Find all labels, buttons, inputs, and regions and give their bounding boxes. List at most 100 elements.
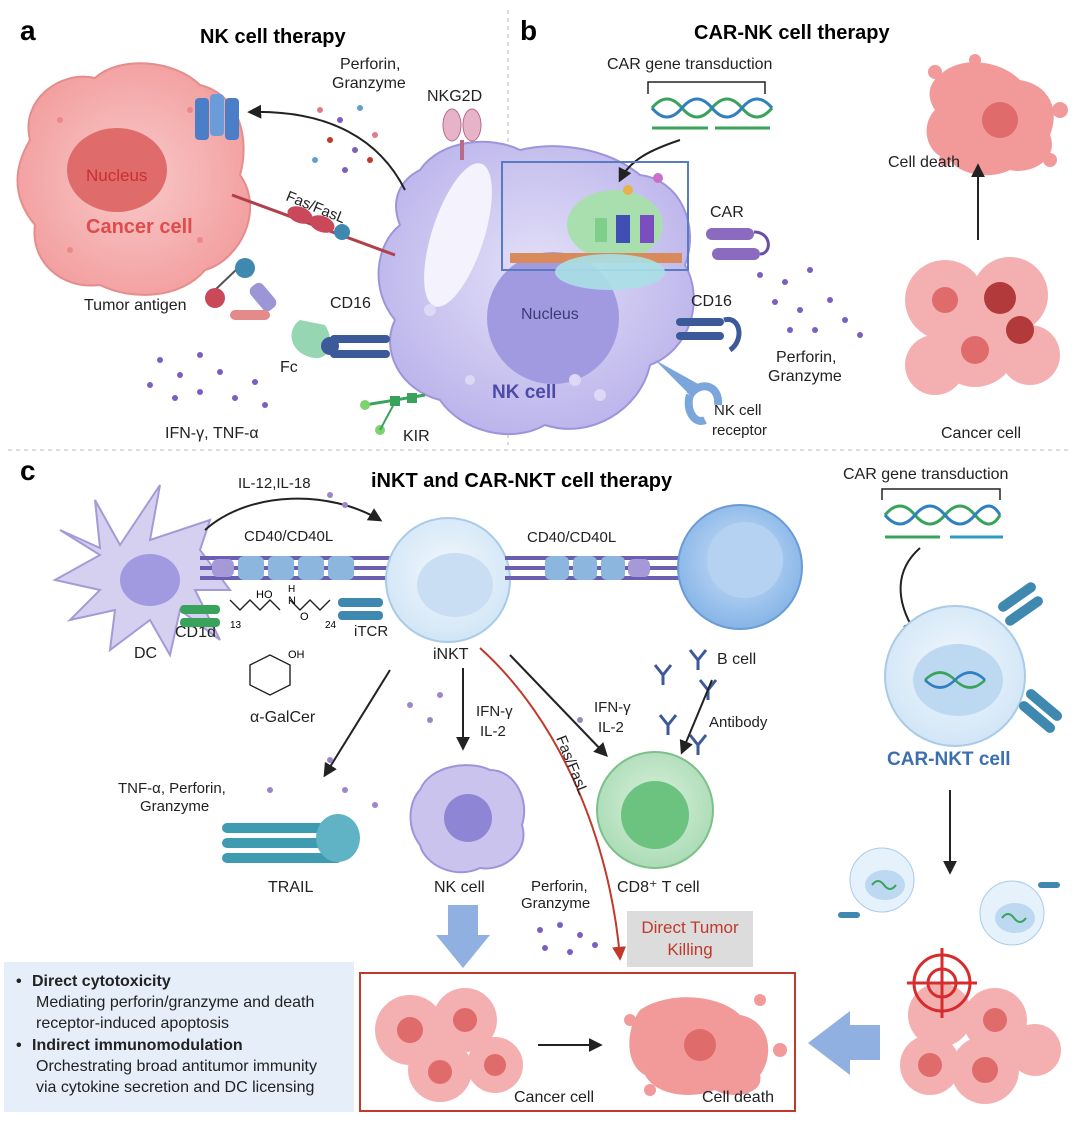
dead-cancer-fragments-b bbox=[926, 54, 1068, 176]
alpha-galcer-label: α-GalCer bbox=[250, 709, 316, 726]
nk-receptor-label-1: NK cell bbox=[714, 402, 762, 419]
perforin-label-a-1: Perforin, bbox=[340, 56, 400, 73]
cytokine-dots-c bbox=[267, 492, 583, 808]
car-transduction-arrow-b bbox=[618, 139, 681, 183]
antibodies bbox=[653, 649, 718, 755]
cd16-label-b: CD16 bbox=[691, 293, 732, 310]
perforin-label-a-2: Granzyme bbox=[332, 75, 406, 92]
fas-fasl-arrow-c bbox=[479, 647, 627, 961]
cd1d-label: CD1d bbox=[175, 624, 216, 641]
cd8-label: CD8⁺ T cell bbox=[617, 879, 700, 896]
arrow-to-trail bbox=[323, 669, 391, 778]
perforin-release-arrow bbox=[247, 104, 406, 191]
killing-result-box bbox=[359, 972, 796, 1112]
cell-death-label-c: Cell death bbox=[702, 1089, 774, 1106]
chem-o: O bbox=[300, 611, 309, 623]
nkg2d-receptor bbox=[442, 108, 482, 160]
cd16-label-a: CD16 bbox=[330, 295, 371, 312]
kir-label: KIR bbox=[403, 428, 430, 445]
nk-nucleus-label: Nucleus bbox=[521, 306, 579, 323]
summary-desc-1b: receptor-induced apoptosis bbox=[36, 1015, 230, 1032]
cancer-nucleus-label: Nucleus bbox=[86, 166, 147, 185]
targeted-cancer-cluster bbox=[900, 983, 1061, 1104]
ifn-tnf-label: IFN-γ, TNF-α bbox=[165, 425, 259, 442]
target-reticle-icon bbox=[907, 948, 977, 1018]
trail-receptor bbox=[222, 814, 360, 863]
car-gene-bracket-c bbox=[881, 488, 1001, 500]
chem-13: 13 bbox=[230, 620, 242, 631]
ifn-label-mid-2: IL-2 bbox=[480, 723, 506, 740]
kir-receptor bbox=[360, 393, 426, 435]
cell-death-label-b: Cell death bbox=[888, 154, 960, 171]
trail-label: TRAIL bbox=[268, 879, 313, 896]
nk-cell-c bbox=[409, 764, 526, 874]
summary-desc-1a: Mediating perforin/granzyme and death bbox=[36, 994, 315, 1011]
cd40-label-left: CD40/CD40L bbox=[244, 528, 333, 545]
summary-heading-1: Direct cytotoxicity bbox=[12, 972, 346, 992]
granule-dots-b bbox=[757, 267, 863, 338]
granule-dots-a bbox=[312, 105, 378, 173]
tumor-antigen-label: Tumor antigen bbox=[84, 297, 187, 314]
tnf-label-1: TNF-α, Perforin, bbox=[118, 780, 226, 797]
tumor-antigen-complex bbox=[205, 258, 277, 320]
panel-b-title: CAR-NK cell therapy bbox=[694, 22, 890, 44]
cancer-cluster-b bbox=[905, 257, 1060, 395]
antibody-arrow bbox=[679, 679, 713, 755]
direct-tumor-killing-label: Direct Tumor Killing bbox=[627, 911, 753, 967]
cancer-cell-label-b: Cancer cell bbox=[941, 425, 1021, 442]
b-cell-label: B cell bbox=[717, 651, 756, 668]
il12-arrow bbox=[204, 497, 383, 531]
dtk-line-1: Direct Tumor bbox=[641, 918, 739, 937]
car-nkt-small-cells bbox=[838, 847, 1060, 946]
fc-label: Fc bbox=[280, 359, 298, 376]
cd16-receptor-b bbox=[676, 316, 742, 353]
cancer-cell-label-c: Cancer cell bbox=[514, 1089, 594, 1106]
panel-a-title: NK cell therapy bbox=[200, 26, 346, 48]
nk-cell-label-c: NK cell bbox=[434, 879, 485, 896]
cd8-t-cell bbox=[596, 751, 714, 869]
panel-c-letter: c bbox=[20, 455, 36, 486]
cancer-cluster-c bbox=[375, 988, 523, 1102]
car-gene-label-b: CAR gene transduction bbox=[607, 56, 772, 73]
car-inset-content bbox=[510, 173, 682, 290]
cd40-bar-left bbox=[200, 556, 395, 580]
fas-fasl bbox=[231, 193, 396, 257]
chem-n: N bbox=[288, 595, 296, 607]
down-arrow-nk bbox=[436, 905, 490, 968]
nk-receptor-label-2: receptor bbox=[712, 422, 767, 439]
cancer-cell-label-a: Cancer cell bbox=[86, 216, 193, 238]
car-gene-bracket-b bbox=[647, 81, 766, 94]
itcr-label: iTCR bbox=[354, 623, 388, 640]
panel-c-title: iNKT and CAR-NKT cell therapy bbox=[371, 470, 673, 492]
antibody-label: Antibody bbox=[709, 714, 768, 731]
perforin-label-b-1: Perforin, bbox=[776, 349, 836, 366]
chem-h: H bbox=[288, 584, 295, 595]
dead-cancer-fragments-c bbox=[624, 994, 787, 1096]
summary-desc-2b: via cytokine secretion and DC licensing bbox=[36, 1079, 315, 1096]
car-gene-label-c: CAR gene transduction bbox=[843, 466, 1008, 483]
nkg2d-label: NKG2D bbox=[427, 88, 482, 105]
arrow-to-cd8 bbox=[509, 654, 608, 758]
ifn-label-right-2: IL-2 bbox=[598, 719, 624, 736]
car-receptor bbox=[706, 228, 770, 260]
dna-helix-b bbox=[650, 97, 774, 130]
b-cell bbox=[677, 504, 803, 630]
cytokine-dots-a bbox=[147, 352, 268, 408]
fas-fasl-label-c: Fas/FasL bbox=[552, 733, 591, 797]
cd40-bar-right bbox=[505, 556, 690, 580]
il12-label: IL-12,IL-18 bbox=[238, 475, 311, 492]
dna-helix-c bbox=[883, 504, 1003, 539]
cancer-nucleus bbox=[67, 128, 167, 212]
nk-organelle bbox=[424, 163, 492, 307]
car-nkt-label: CAR-NKT cell bbox=[887, 749, 1011, 770]
cd40-label-right: CD40/CD40L bbox=[527, 529, 616, 546]
cancer-cell-a bbox=[16, 62, 251, 296]
panel-b-letter: b bbox=[520, 15, 537, 46]
tnf-label-2: Granzyme bbox=[140, 798, 209, 815]
inkt-cell bbox=[385, 517, 511, 643]
panel-a-letter: a bbox=[20, 15, 36, 46]
itcr-receptor bbox=[338, 598, 383, 620]
mechanism-summary-box: Direct cytotoxicity Mediating perforin/g… bbox=[4, 962, 354, 1112]
